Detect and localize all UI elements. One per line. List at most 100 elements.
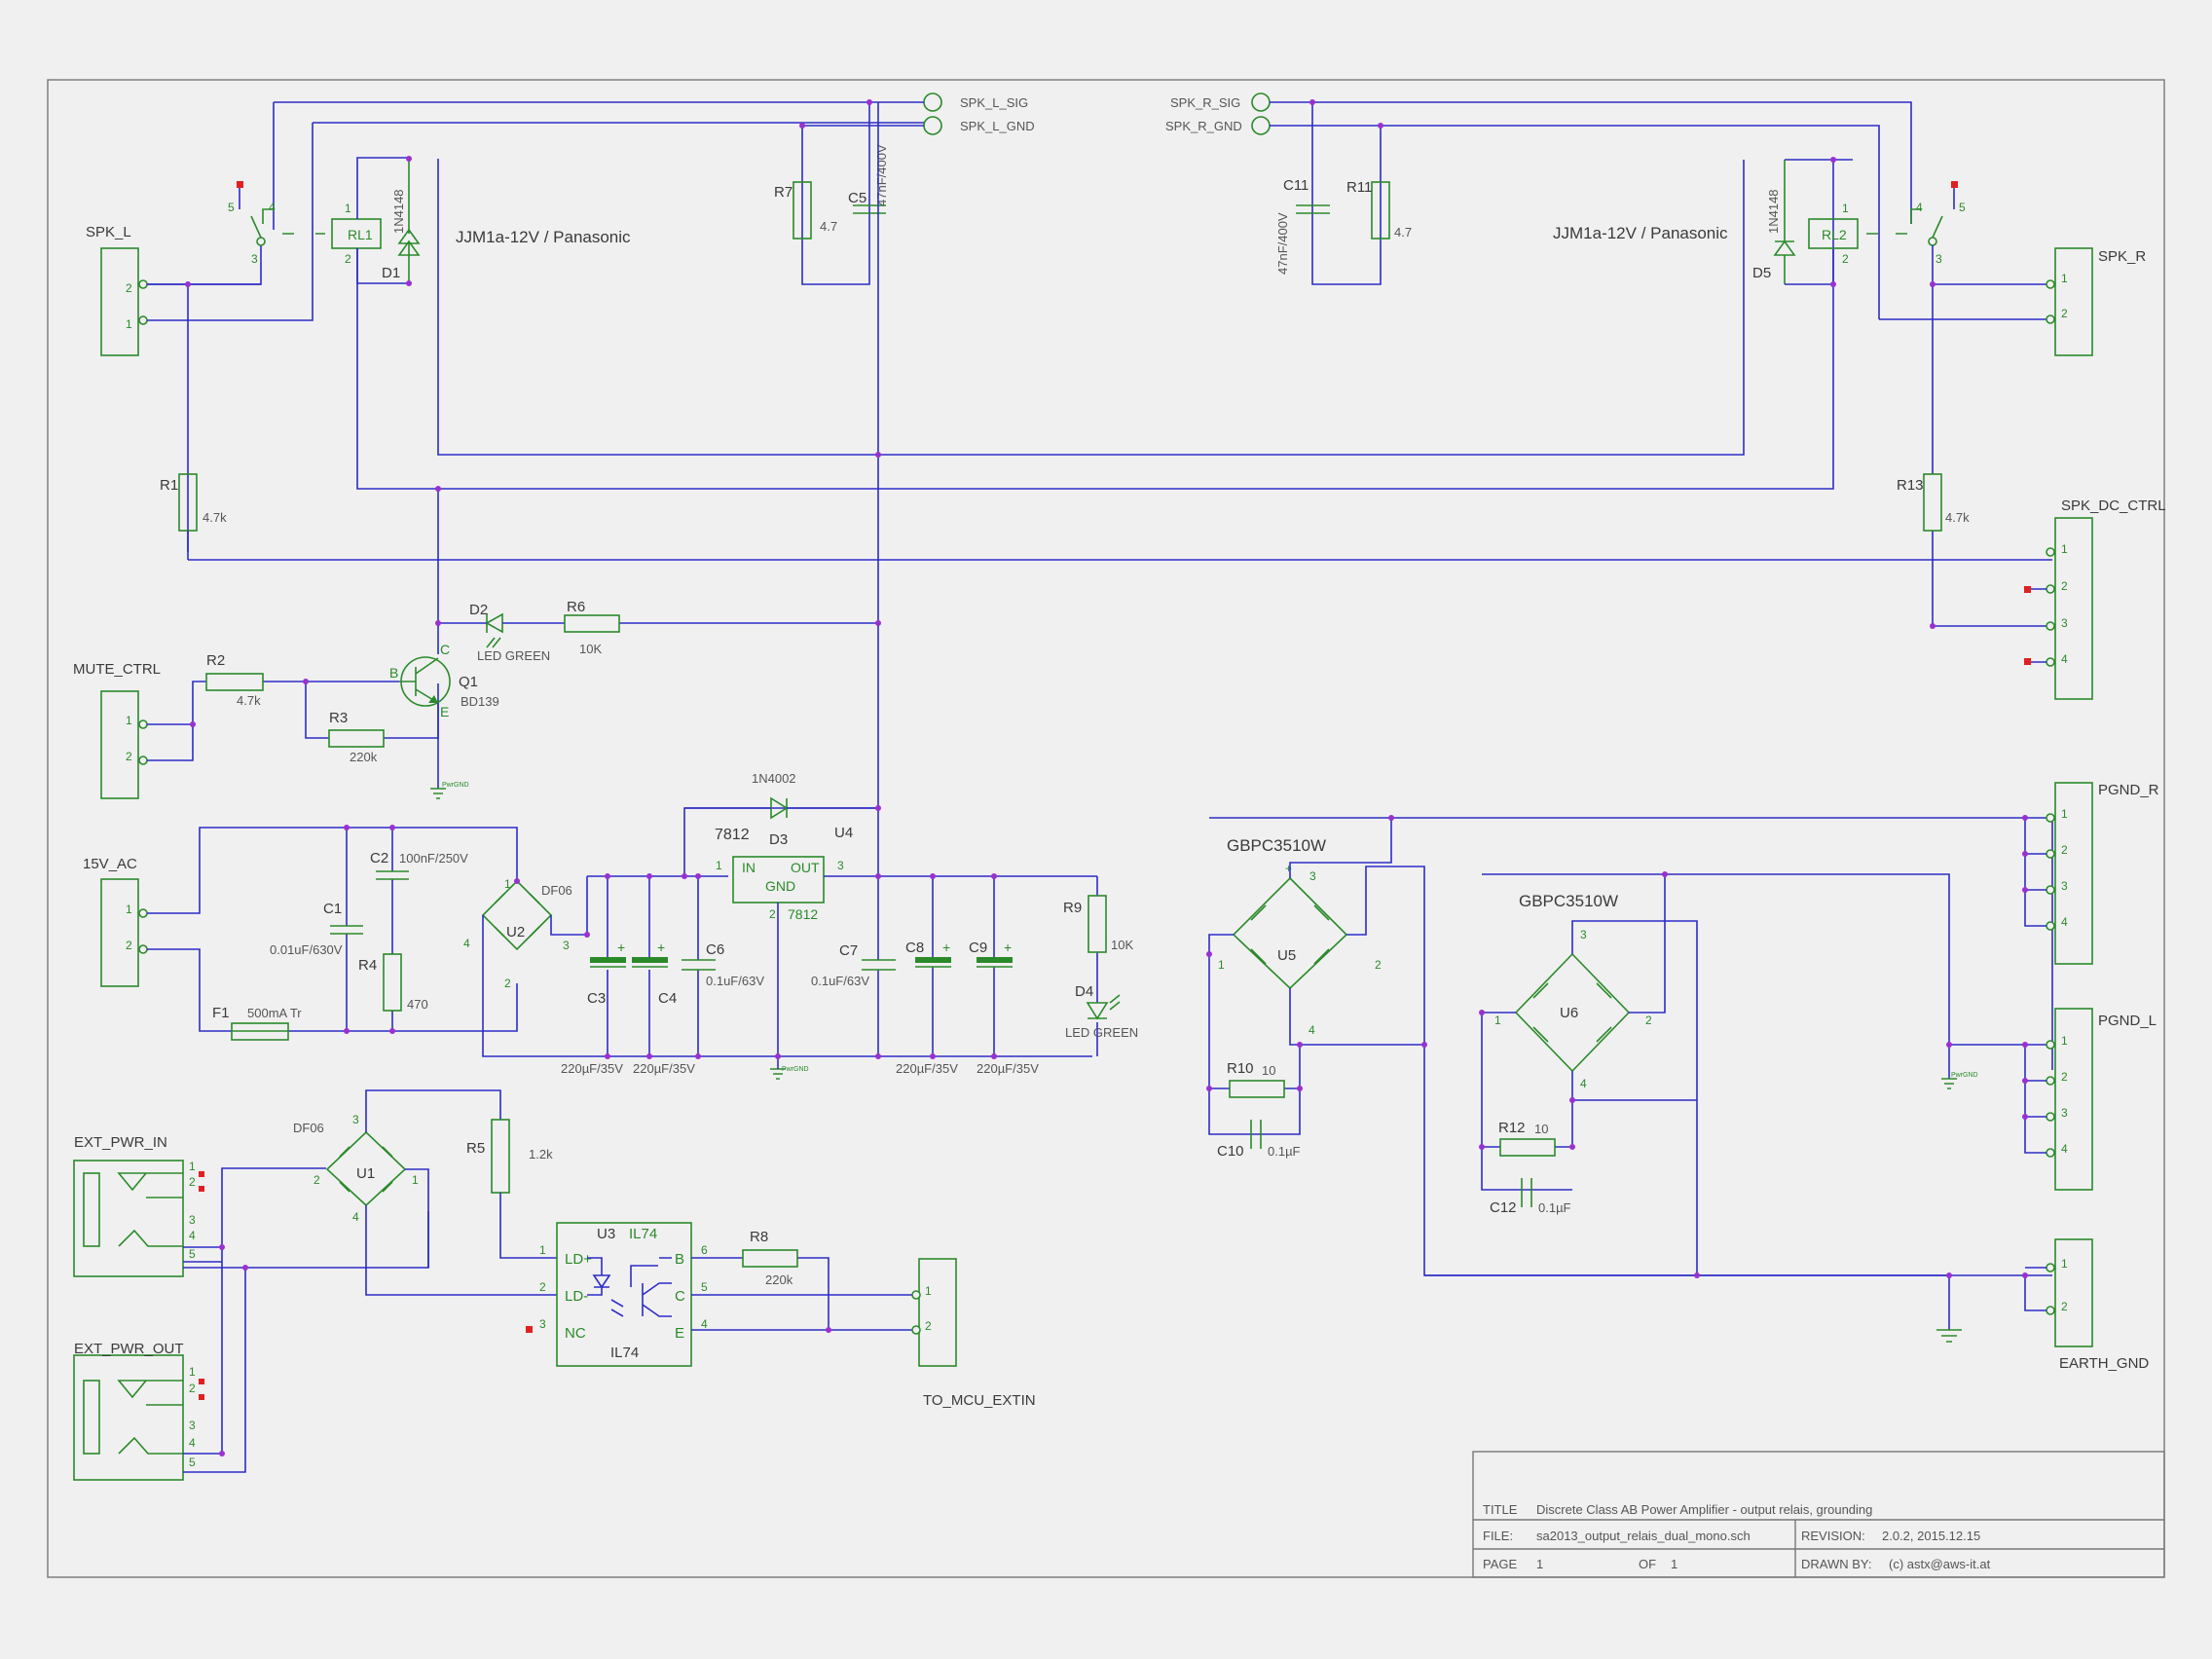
- u4-gnd-pin: GND: [765, 878, 795, 894]
- d5-label: D5: [1752, 265, 1771, 281]
- svg-text:3: 3: [251, 252, 258, 266]
- earth-gnd-connector[interactable]: [2054, 1238, 2093, 1347]
- title-value: Discrete Class AB Power Amplifier - outp…: [1536, 1502, 1872, 1517]
- svg-text:1: 1: [1842, 202, 1849, 215]
- d1-value: 1N4148: [391, 189, 406, 234]
- r7-resistor[interactable]: [793, 181, 812, 240]
- r9-label: R9: [1063, 900, 1082, 916]
- r8-resistor[interactable]: [742, 1249, 798, 1268]
- svg-text:1: 1: [716, 859, 722, 872]
- spk-l-sig-label: SPK_L_SIG: [960, 95, 1028, 110]
- mute-ctrl-label: MUTE_CTRL: [73, 661, 161, 678]
- r12-resistor[interactable]: [1499, 1138, 1556, 1157]
- spk-l-sig-terminal[interactable]: [923, 92, 942, 112]
- spk-r-sig-terminal[interactable]: [1251, 92, 1271, 112]
- ext-pwr-in-connector[interactable]: [73, 1160, 184, 1277]
- r11-label: R11: [1346, 179, 1372, 196]
- c6-label: C6: [706, 941, 724, 958]
- svg-text:4: 4: [1916, 201, 1923, 214]
- mute-ctrl-connector[interactable]: [100, 690, 139, 799]
- u4-value: 7812: [715, 827, 750, 843]
- svg-text:3: 3: [539, 1317, 546, 1331]
- d4-label: D4: [1075, 983, 1093, 1000]
- r10-resistor[interactable]: [1229, 1080, 1285, 1098]
- svg-text:1: 1: [2061, 272, 2068, 285]
- svg-text:2: 2: [1375, 958, 1382, 972]
- to-mcu-connector[interactable]: [918, 1258, 957, 1367]
- pgnd-l-connector[interactable]: [2054, 1008, 2093, 1191]
- r13-resistor[interactable]: [1923, 473, 1942, 532]
- u1-label: U1: [356, 1165, 375, 1182]
- svg-text:1: 1: [412, 1173, 419, 1187]
- pwrgnd-pgnd: PwrGND: [1951, 1072, 1978, 1079]
- r2-label: R2: [206, 652, 225, 669]
- svg-text:+: +: [1004, 940, 1012, 955]
- svg-text:2: 2: [2061, 307, 2068, 320]
- spk-l-connector[interactable]: [100, 247, 139, 356]
- file-value: sa2013_output_relais_dual_mono.sch: [1536, 1529, 1751, 1543]
- u3-c-pin: C: [675, 1288, 685, 1305]
- r3-label: R3: [329, 710, 348, 726]
- svg-text:2: 2: [1645, 1014, 1652, 1027]
- psu-section: 1N4002 15V_AC 12 F1 500mA Tr C1 0.01uF/6…: [83, 102, 1138, 1080]
- d5-value: 1N4148: [1766, 189, 1781, 234]
- svg-text:1: 1: [126, 903, 132, 916]
- r3-resistor[interactable]: [328, 729, 385, 748]
- spk-dc-ctrl-connector[interactable]: [2054, 517, 2093, 700]
- svg-text:4: 4: [701, 1317, 708, 1331]
- pgnd-r-connector[interactable]: [2054, 782, 2093, 965]
- u4-in-pin: IN: [742, 860, 756, 875]
- svg-text:2: 2: [2061, 1300, 2068, 1313]
- ext-pwr-out-connector[interactable]: [73, 1354, 184, 1481]
- svg-text:4: 4: [2061, 652, 2068, 666]
- r4-label: R4: [358, 957, 377, 974]
- r5-resistor[interactable]: [491, 1119, 510, 1194]
- ac15v-connector[interactable]: [100, 878, 139, 987]
- svg-text:2: 2: [2061, 579, 2068, 593]
- svg-text:3: 3: [2061, 879, 2068, 893]
- r9-resistor[interactable]: [1088, 895, 1107, 953]
- r6-resistor[interactable]: [564, 614, 620, 633]
- sheet-border: [47, 79, 2165, 1578]
- spk-dc-ctrl-label: SPK_DC_CTRL: [2061, 498, 2166, 514]
- svg-text:1: 1: [2061, 1257, 2068, 1271]
- spk-r-gnd-label: SPK_R_GND: [1165, 119, 1242, 133]
- r7-value: 4.7: [820, 219, 837, 234]
- drawn-value: (c) astx@aws-it.at: [1889, 1557, 1991, 1571]
- spk-r-section: SPK_R_SIG SPK_R_GND C11 47nF/400V R11 4.…: [1165, 92, 2146, 627]
- svg-text:6: 6: [701, 1243, 708, 1257]
- r11-resistor[interactable]: [1371, 181, 1390, 240]
- spk-r-gnd-terminal[interactable]: [1251, 116, 1271, 135]
- u2-label: U2: [506, 924, 525, 940]
- svg-text:2: 2: [313, 1173, 320, 1187]
- u4-value-2: 7812: [788, 906, 818, 922]
- f1-value: 500mA Tr: [247, 1006, 302, 1020]
- r4-value: 470: [407, 997, 428, 1012]
- u2-bridge[interactable]: [481, 879, 553, 951]
- c5-value: 47nF/400V: [874, 144, 889, 206]
- c4-label: C4: [658, 990, 677, 1007]
- r1-value: 4.7k: [203, 510, 227, 525]
- u6-value: GBPC3510W: [1519, 892, 1618, 910]
- u2-value: DF06: [541, 883, 572, 898]
- spk-l-gnd-terminal[interactable]: [923, 116, 942, 135]
- rl1-coil[interactable]: [331, 218, 382, 249]
- svg-text:1: 1: [2061, 807, 2068, 821]
- u3-b-pin: B: [675, 1251, 684, 1268]
- r10-value: 10: [1262, 1063, 1275, 1078]
- svg-text:5: 5: [189, 1456, 196, 1469]
- u5-bridge[interactable]: [1232, 876, 1348, 990]
- q1-b-pin: B: [389, 665, 398, 681]
- r11-value: 4.7: [1394, 225, 1412, 240]
- rl2-coil[interactable]: [1808, 218, 1859, 249]
- spk-r-connector[interactable]: [2054, 247, 2093, 356]
- r9-value: 10K: [1111, 938, 1133, 952]
- u3-value-2: IL74: [610, 1345, 639, 1361]
- r4-resistor[interactable]: [383, 953, 402, 1012]
- c9-label: C9: [969, 940, 987, 956]
- r2-resistor[interactable]: [205, 673, 264, 691]
- c10-value: 0.1µF: [1268, 1144, 1301, 1159]
- rl2-label: RL2: [1822, 227, 1847, 242]
- c3-value: 220µF/35V: [561, 1061, 623, 1076]
- rl1-label: RL1: [348, 227, 373, 242]
